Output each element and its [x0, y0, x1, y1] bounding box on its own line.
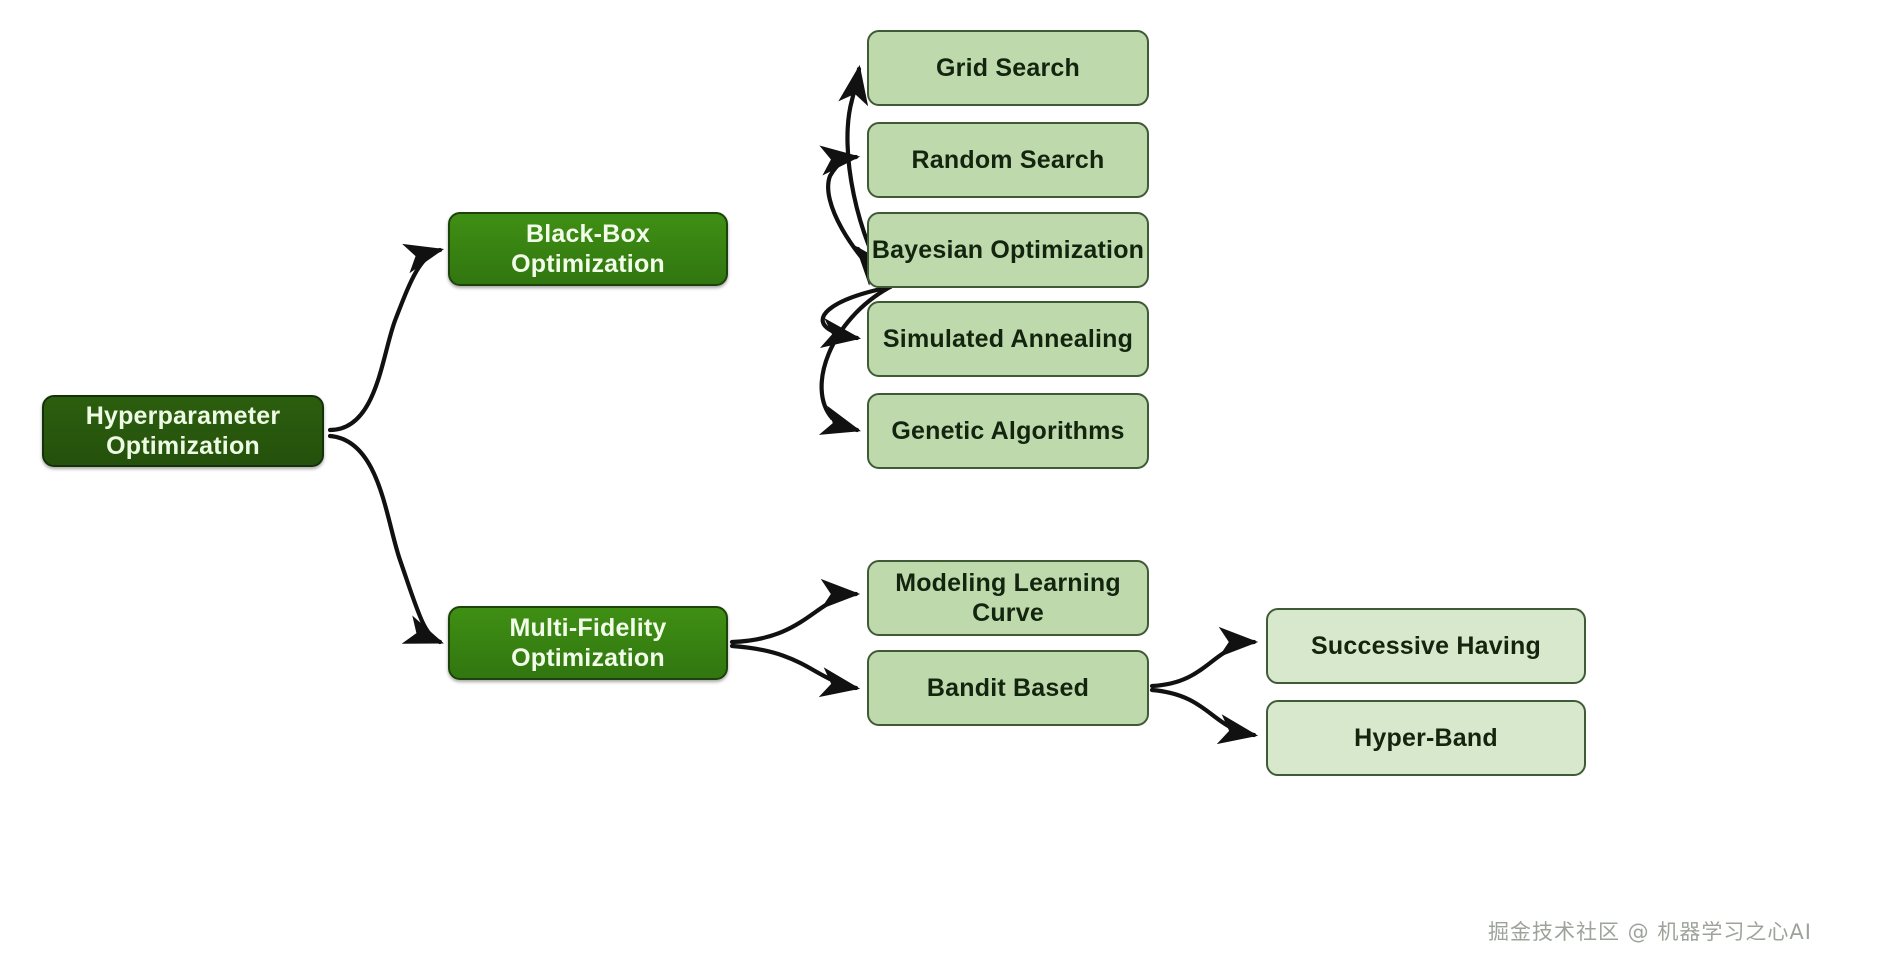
edge-multi-fidelity-to-bandit-based [729, 643, 861, 698]
node-modeling-learning-curve[interactable]: Modeling Learning Curve [867, 560, 1149, 636]
node-black-box-optimization[interactable]: Black-Box Optimization [448, 212, 728, 286]
node-successive-having[interactable]: Successive Having [1266, 608, 1586, 684]
edge-multi-fidelity-to-modeling-learning-curve [729, 578, 861, 645]
node-multi-fidelity-optimization[interactable]: Multi-Fidelity Optimization [448, 606, 728, 680]
edge-root-to-multi-fidelity [327, 433, 444, 645]
edge-bandit-based-to-hyper-band [1149, 687, 1259, 745]
node-bayesian-optimization[interactable]: Bayesian Optimization [867, 212, 1149, 288]
node-genetic-algorithms[interactable]: Genetic Algorithms [867, 393, 1149, 469]
node-random-search[interactable]: Random Search [867, 122, 1149, 198]
node-simulated-annealing[interactable]: Simulated Annealing [867, 301, 1149, 377]
node-hyper-band[interactable]: Hyper-Band [1266, 700, 1586, 776]
edge-bandit-based-to-successive-having [1149, 626, 1259, 689]
edge-root-to-black-box [327, 243, 445, 433]
node-grid-search[interactable]: Grid Search [867, 30, 1149, 106]
node-hyperparameter-optimization[interactable]: Hyperparameter Optimization [42, 395, 324, 467]
watermark: 掘金技术社区 @ 机器学习之心AI [1488, 920, 1812, 944]
node-bandit-based[interactable]: Bandit Based [867, 650, 1149, 726]
